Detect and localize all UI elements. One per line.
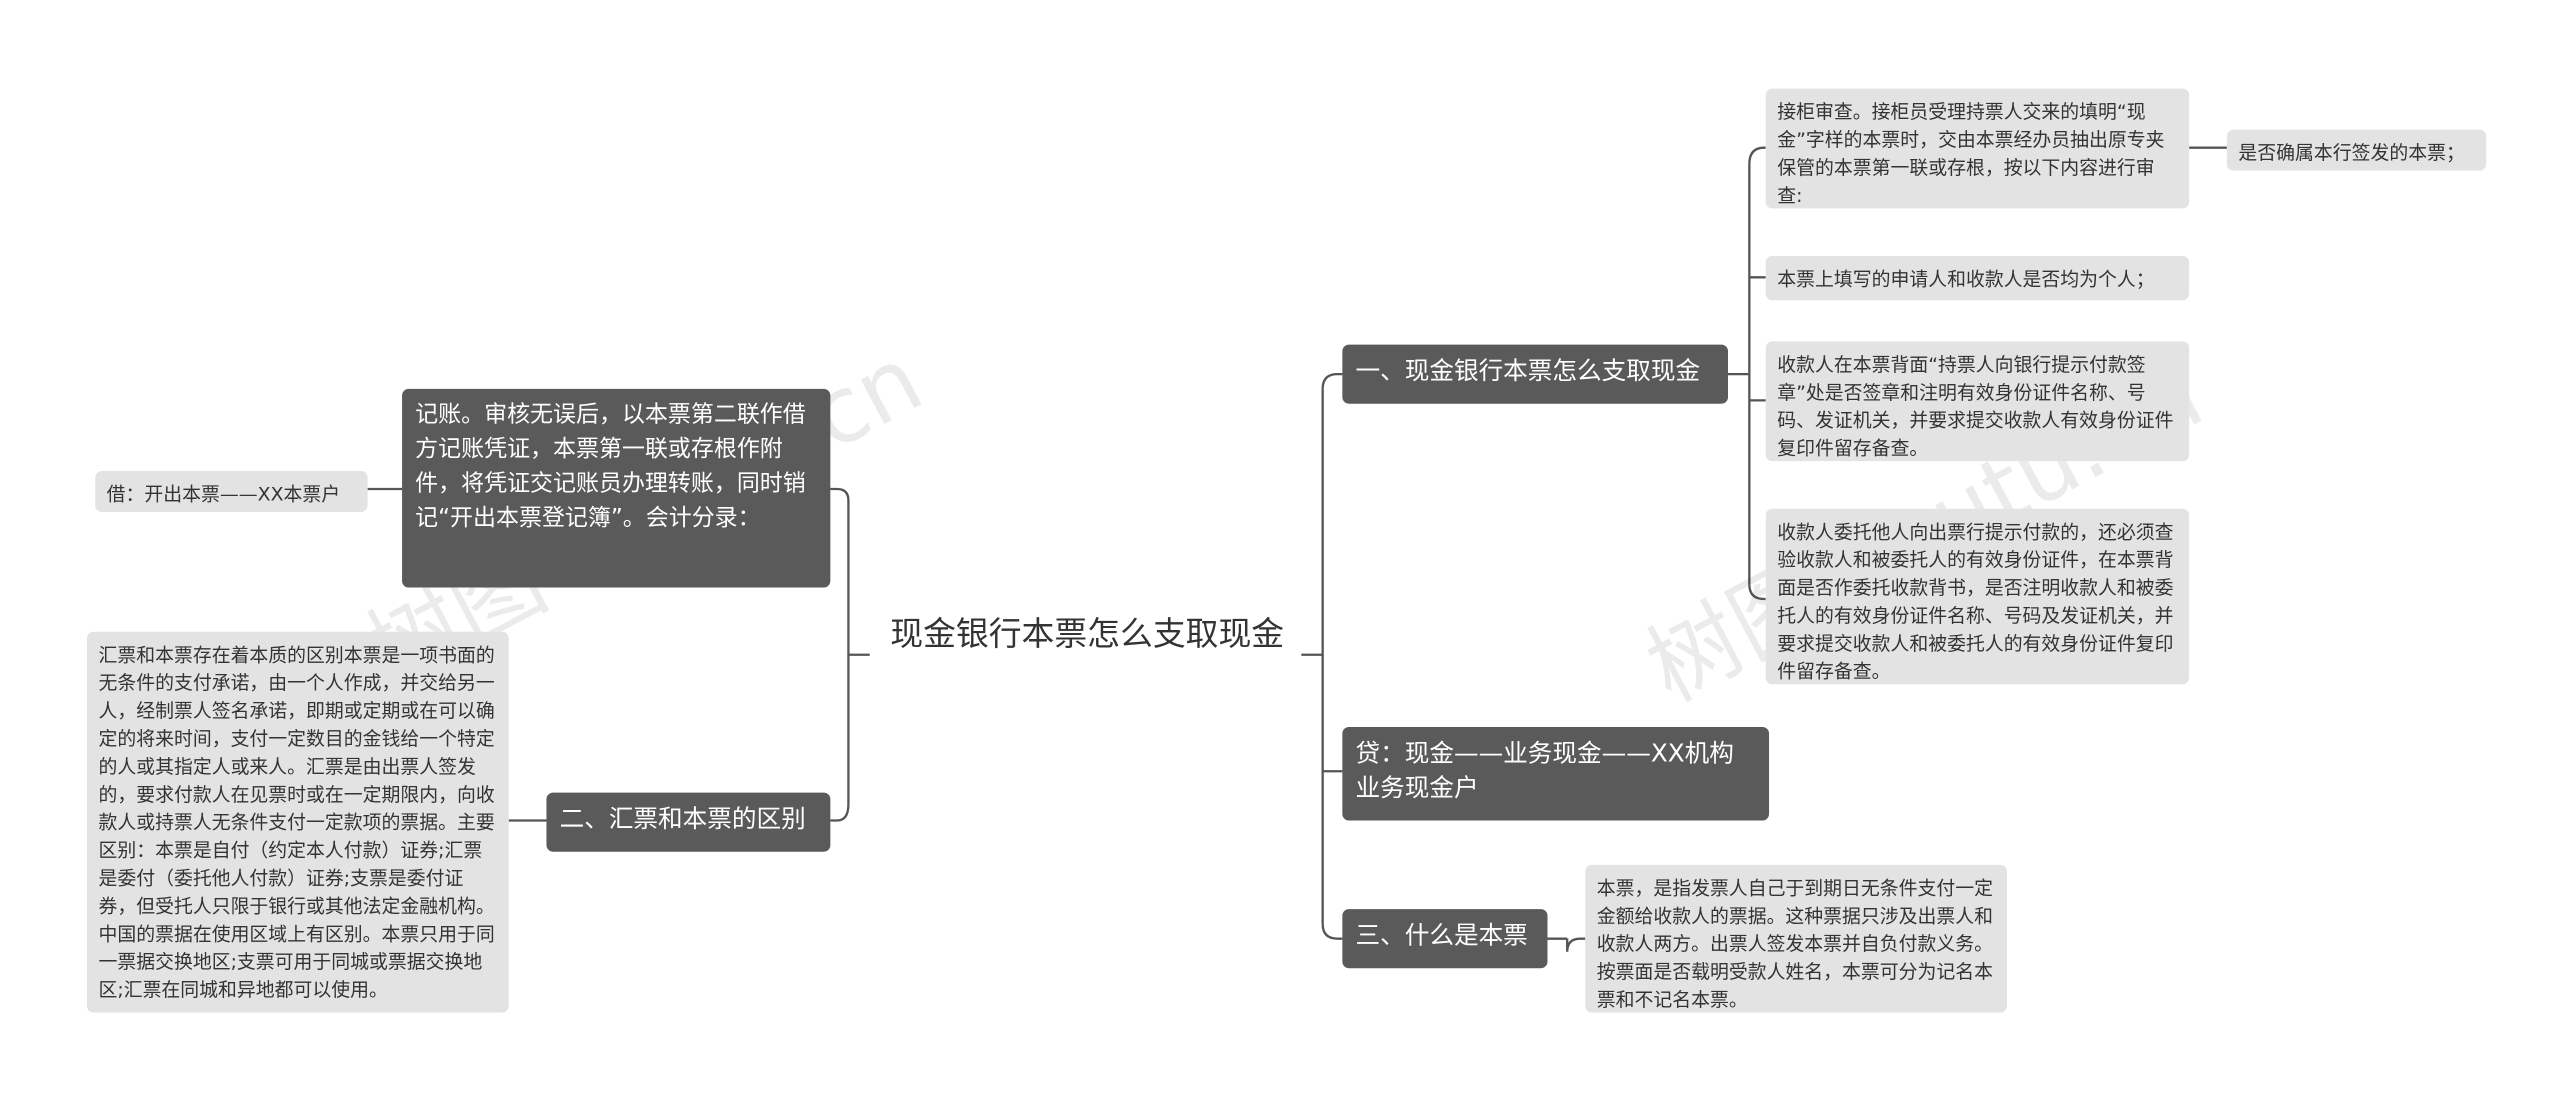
link-root-left: [847, 500, 870, 805]
branch-bookkeeping[interactable]: 记账。审核无误后，以本票第二联作借方记账凭证，本票第一联或存根作附件，将凭证交记…: [402, 388, 831, 588]
link-left-1: [830, 487, 850, 501]
link-root-right: [1301, 388, 1324, 924]
node-agent-payment[interactable]: 收款人委托他人向出票行提示付款的，还必须查验收款人和被委托人的有效身份证件，在本…: [1765, 508, 2190, 685]
node-debit-entry[interactable]: 借：开出本票——XX本票户: [95, 470, 368, 513]
link-right-3: [1321, 923, 1343, 940]
link-left-2: [830, 804, 850, 822]
node-promissory-note-definition[interactable]: 本票，是指发票人自己于到期日无条件支付一定金额给收款人的票据。这种票据只涉及出票…: [1585, 864, 2007, 1013]
link-right-1: [1321, 373, 1343, 389]
root-topic[interactable]: 现金银行本票怎么支取现金: [890, 613, 1285, 654]
branch-what-is-promissory-note[interactable]: 三、什么是本票: [1342, 909, 1548, 969]
branch-draft-vs-note[interactable]: 二、汇票和本票的区别: [546, 792, 831, 852]
link-b1-c1: [1748, 146, 1766, 165]
link-b1-children: [1728, 164, 1751, 585]
node-individual-check[interactable]: 本票上填写的申请人和收款人是否均为个人；: [1765, 256, 2190, 301]
node-bank-issued-check[interactable]: 是否确属本行签发的本票；: [2226, 129, 2487, 171]
branch-credit-cash[interactable]: 贷：现金——业务现金——XX机构业务现金户: [1342, 726, 1770, 821]
branch-withdraw-cash[interactable]: 一、现金银行本票怎么支取现金: [1342, 344, 1729, 404]
node-draft-vs-note-detail[interactable]: 汇票和本票存在着本质的区别本票是一项书面的无条件的支付承诺，由一个人作成，并交给…: [86, 631, 509, 1013]
link-b1-c4: [1748, 584, 1766, 601]
node-payee-signature[interactable]: 收款人在本票背面“持票人向银行提示付款签章”处是否签章和注明有效身份证件名称、号…: [1765, 341, 2190, 462]
link-b3-child: [1547, 937, 1586, 952]
node-counter-review[interactable]: 接柜审查。接柜员受理持票人交来的填明“现金”字样的本票时，交由本票经办员抽出原专…: [1765, 88, 2190, 209]
